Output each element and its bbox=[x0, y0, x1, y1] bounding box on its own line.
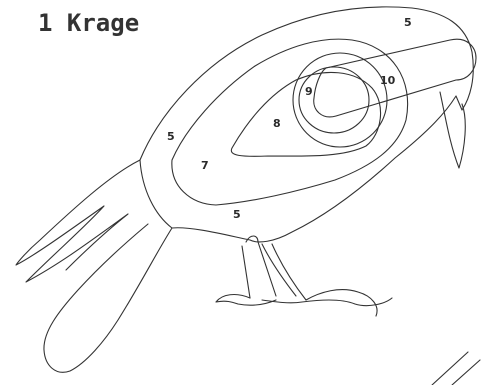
region-label-breast: 5 bbox=[233, 208, 241, 221]
crow-legs-outline bbox=[242, 236, 306, 300]
region-label-eye: 9 bbox=[305, 85, 313, 98]
region-label-inner: 8 bbox=[273, 117, 281, 130]
crow-wing-outline bbox=[16, 160, 140, 282]
diagram-title: 1 Krage bbox=[38, 9, 139, 37]
region-label-beak: 10 bbox=[380, 74, 396, 87]
crow-beak-tip-outline bbox=[440, 92, 465, 168]
region-label-shoulder: 5 bbox=[167, 130, 175, 143]
eye-inner-ring bbox=[299, 67, 369, 133]
crow-body-outline bbox=[140, 7, 473, 242]
region-label-mid: 7 bbox=[201, 159, 209, 172]
crow-feet-outline bbox=[216, 290, 392, 316]
perch-line bbox=[432, 352, 480, 385]
region-label-head: 5 bbox=[404, 16, 412, 29]
region-head-border bbox=[172, 39, 408, 205]
